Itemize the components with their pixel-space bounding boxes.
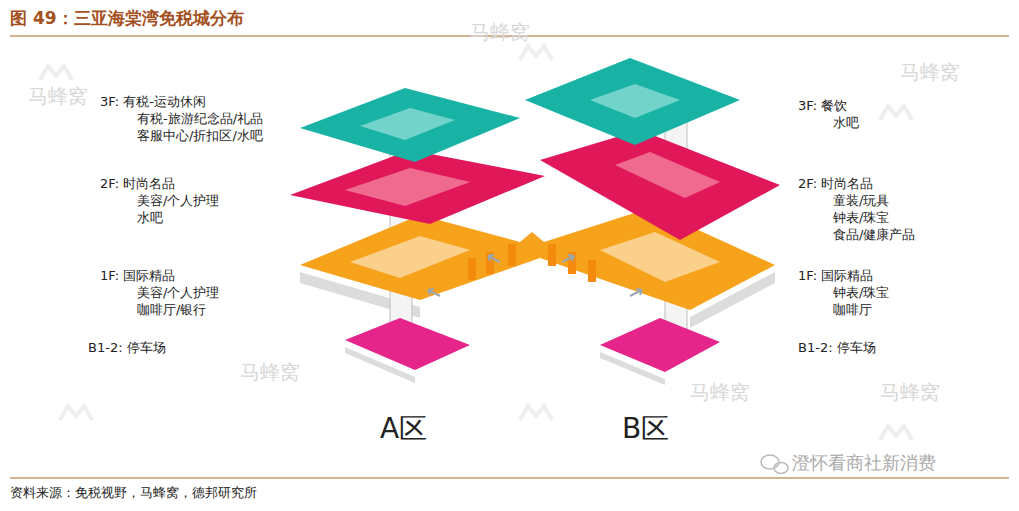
floor-2f-b	[540, 130, 780, 240]
floor-2f-a	[290, 150, 545, 224]
floor-label: 3F: 有税-运动休闲	[100, 94, 206, 110]
floor-label: 3F: 餐饮	[798, 98, 847, 114]
zone-label: B区	[622, 412, 669, 446]
watermark: 马蜂窝	[28, 84, 88, 108]
floor-label: 水吧	[833, 115, 859, 131]
floor-label: 童装/玩具	[833, 193, 889, 209]
floor-label: 水吧	[137, 210, 163, 226]
floor-void	[345, 168, 470, 206]
watermark: 马蜂窝	[900, 60, 960, 84]
watermark: 马蜂窝	[470, 20, 530, 44]
floor-3f-a	[300, 88, 520, 162]
floor-label: 有税-旅游纪念品/礼品	[137, 111, 263, 127]
floor-label: 1F: 国际精品	[798, 268, 873, 284]
floor-label: 美容/个人护理	[137, 193, 219, 209]
floor-label: B1-2: 停车场	[798, 340, 876, 356]
floor-void	[590, 84, 680, 118]
floor-void	[600, 232, 720, 282]
source-caption: 资料来源：免税视野，马蜂窝，德邦研究所	[10, 485, 257, 501]
zone-label: A区	[380, 412, 427, 446]
watermark: 马蜂窝	[240, 360, 300, 384]
floor-void	[615, 152, 720, 198]
floor-label: 钟表/珠宝	[833, 285, 889, 301]
floor-void	[360, 108, 455, 140]
floor-label: 食品/健康产品	[833, 227, 915, 243]
floor-label: 咖啡厅	[833, 302, 872, 318]
floor-label: B1-2: 停车场	[88, 340, 166, 356]
floor-label: 客服中心/折扣区/水吧	[137, 128, 263, 144]
floor-label: 2F: 时尚名品	[798, 176, 873, 192]
b1-floor-b	[600, 318, 720, 372]
wechat-icon	[761, 455, 788, 474]
watermark: 马蜂窝	[880, 380, 940, 404]
floor-label: 钟表/珠宝	[833, 210, 889, 226]
figure-title: 图 49：三亚海棠湾免税城分布	[10, 8, 244, 28]
floor-label: 美容/个人护理	[137, 285, 219, 301]
floor-label: 2F: 时尚名品	[100, 176, 175, 192]
wechat-watermark: 澄怀看商社新消费	[792, 452, 936, 474]
floor-3f-b	[525, 58, 740, 145]
pillar	[468, 244, 596, 282]
floor-label: 咖啡厅/银行	[137, 302, 206, 318]
caption-rule	[10, 477, 1009, 479]
b1-floor-a	[345, 318, 470, 370]
entry-arrow	[428, 255, 642, 296]
floor-void	[350, 236, 470, 278]
watermark-logo	[40, 46, 912, 440]
floor-label: 1F: 国际精品	[100, 268, 175, 284]
watermark: 马蜂窝	[690, 380, 750, 404]
